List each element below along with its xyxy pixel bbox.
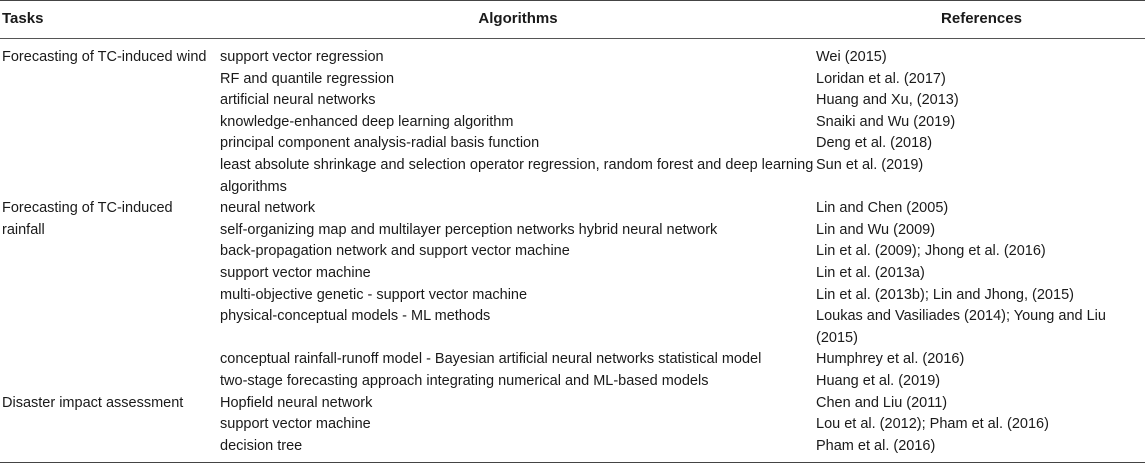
reference-cell: Lin et al. (2013b); Lin and Jhong, (2015… bbox=[816, 286, 1074, 303]
table-row: knowledge-enhanced deep learning algorit… bbox=[0, 112, 1145, 134]
table-bottom-rule bbox=[0, 462, 1145, 463]
reference-cell: Huang et al. (2019) bbox=[816, 372, 941, 389]
algorithm-cell: principal component analysis-radial basi… bbox=[220, 135, 540, 152]
table-row: self-organizing map and multilayer perce… bbox=[0, 220, 1145, 242]
table-row: principal component analysis-radial basi… bbox=[0, 133, 1145, 155]
reference-cell: Deng et al. (2018) bbox=[816, 135, 933, 152]
table-row: support vector machine Lou et al. (2012)… bbox=[0, 414, 1145, 436]
table-row: multi-objective genetic - support vector… bbox=[0, 285, 1145, 307]
reference-cell: Pham et al. (2016) bbox=[816, 437, 936, 454]
algorithm-cell: support vector machine bbox=[220, 416, 371, 433]
reference-cell: Humphrey et al. (2016) bbox=[816, 351, 965, 368]
reference-cell: Lin et al. (2013a) bbox=[816, 264, 925, 281]
header-references: References bbox=[941, 10, 1022, 27]
table-header: Tasks Algorithms References bbox=[0, 0, 1145, 38]
reference-cell: Wei (2015) bbox=[816, 49, 887, 65]
header-rule bbox=[0, 38, 1145, 39]
reference-cell: Loukas and Vasiliades (2014); Young and … bbox=[816, 308, 1106, 346]
algorithm-cell: conceptual rainfall-runoff model - Bayes… bbox=[220, 351, 762, 368]
table-row: two-stage forecasting approach integrati… bbox=[0, 371, 1145, 393]
table-row: back-propagation network and support vec… bbox=[0, 241, 1145, 263]
table-row: RF and quantile regression Loridan et al… bbox=[0, 69, 1145, 91]
algorithm-cell: artificial neural networks bbox=[220, 92, 376, 109]
algorithm-cell: neural network bbox=[220, 200, 316, 217]
reference-cell: Huang and Xu, (2013) bbox=[816, 92, 959, 109]
algorithm-cell: support vector regression bbox=[220, 49, 384, 65]
reference-cell: Lin and Wu (2009) bbox=[816, 221, 936, 238]
reference-cell: Snaiki and Wu (2019) bbox=[816, 113, 956, 130]
table-row: Forecasting of TC-induced wind support v… bbox=[0, 47, 1145, 69]
algorithm-cell: two-stage forecasting approach integrati… bbox=[220, 372, 709, 389]
table-row: Forecasting of TC-induced rainfall neura… bbox=[0, 198, 1145, 238]
task-cell: Forecasting of TC-induced rainfall bbox=[2, 200, 173, 238]
algorithm-cell: support vector machine bbox=[220, 264, 371, 281]
reference-cell: Lin and Chen (2005) bbox=[816, 200, 949, 217]
algorithm-cell: physical-conceptual models - ML methods bbox=[220, 308, 491, 325]
table-body: Forecasting of TC-induced wind support v… bbox=[0, 47, 1145, 457]
algorithm-cell: back-propagation network and support vec… bbox=[220, 243, 570, 260]
table-row: least absolute shrinkage and selection o… bbox=[0, 155, 1145, 198]
reference-cell: Sun et al. (2019) bbox=[816, 156, 924, 173]
table-row: conceptual rainfall-runoff model - Bayes… bbox=[0, 349, 1145, 371]
table-row: artificial neural networks Huang and Xu,… bbox=[0, 90, 1145, 112]
algorithm-cell: multi-objective genetic - support vector… bbox=[220, 286, 528, 303]
table-row: Disaster impact assessment Hopfield neur… bbox=[0, 393, 1145, 415]
table-row: physical-conceptual models - ML methods … bbox=[0, 306, 1145, 349]
table-row: support vector machine Lin et al. (2013a… bbox=[0, 263, 1145, 285]
algorithms-table: Forecasting of TC-induced wind support v… bbox=[0, 47, 1145, 457]
header-algorithms: Algorithms bbox=[478, 10, 558, 27]
algorithm-cell: RF and quantile regression bbox=[220, 70, 395, 87]
table-row: decision tree Pham et al. (2016) bbox=[0, 436, 1145, 458]
algorithm-cell: least absolute shrinkage and selection o… bbox=[220, 156, 814, 195]
reference-cell: Lin et al. (2009); Jhong et al. (2016) bbox=[816, 243, 1046, 260]
reference-cell: Loridan et al. (2017) bbox=[816, 70, 946, 87]
algorithm-cell: self-organizing map and multilayer perce… bbox=[220, 221, 718, 238]
reference-cell: Lou et al. (2012); Pham et al. (2016) bbox=[816, 416, 1049, 433]
reference-cell: Chen and Liu (2011) bbox=[816, 394, 948, 411]
algorithm-cell: knowledge-enhanced deep learning algorit… bbox=[220, 113, 514, 130]
algorithm-cell: decision tree bbox=[220, 437, 303, 454]
task-cell: Disaster impact assessment bbox=[2, 394, 184, 411]
table-top-rule bbox=[0, 0, 1145, 1]
algorithm-cell: Hopfield neural network bbox=[220, 394, 373, 411]
header-tasks: Tasks bbox=[2, 10, 44, 27]
task-cell: Forecasting of TC-induced wind bbox=[2, 49, 207, 65]
